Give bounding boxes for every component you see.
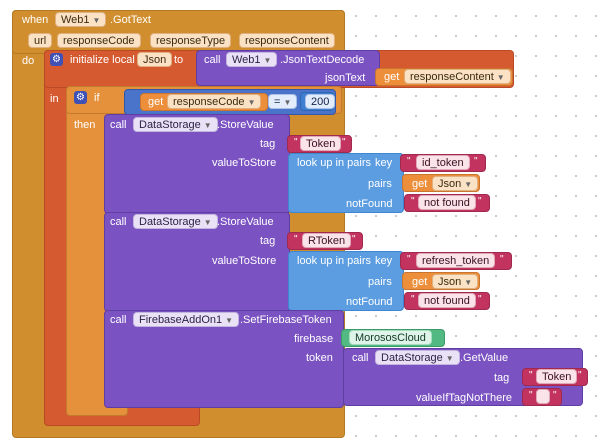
- to-label: to: [174, 54, 184, 66]
- chevron-down-icon: ▼: [92, 16, 101, 25]
- call-label: call: [110, 216, 127, 228]
- get-label: get: [412, 276, 428, 288]
- number-value[interactable]: 200: [305, 94, 336, 109]
- get-var-dropdown[interactable]: responseContent▼: [404, 69, 511, 84]
- token-label: token: [306, 352, 333, 364]
- lookup-pairs-block[interactable]: [288, 153, 404, 213]
- tag-label: tag: [494, 372, 510, 384]
- store1-component-dropdown[interactable]: DataStorage▼: [133, 117, 218, 132]
- key-value-refresh-token[interactable]: refresh_token: [416, 253, 496, 268]
- chevron-down-icon: ▼: [263, 56, 272, 65]
- store2-method: .StoreValue: [217, 216, 274, 228]
- firebase-method: .SetFirebaseToken: [240, 314, 332, 326]
- pairs-label: pairs: [368, 178, 392, 190]
- getvalue-component-dropdown[interactable]: DataStorage▼: [375, 350, 460, 365]
- init-local-label: initialize local: [70, 54, 135, 66]
- responsecode-dropdown[interactable]: responseCode▼: [167, 94, 262, 109]
- notfound-value[interactable]: not found: [418, 195, 476, 210]
- gear-icon[interactable]: ⚙: [50, 53, 63, 66]
- chevron-down-icon: ▼: [247, 98, 256, 107]
- chevron-down-icon: ▼: [225, 316, 234, 325]
- call-label: call: [110, 314, 127, 326]
- firebase-component-dropdown[interactable]: FirebaseAddOn1▼: [133, 312, 240, 327]
- when-label: when: [22, 14, 49, 26]
- lookup-label: look up in pairs: [297, 157, 371, 169]
- get-label: get: [148, 96, 164, 108]
- event-component-dropdown[interactable]: Web1▼: [55, 12, 107, 27]
- param-responseType[interactable]: responseType: [150, 33, 232, 48]
- call-label: call: [204, 54, 221, 66]
- notfound-value[interactable]: not found: [418, 293, 476, 308]
- firebase-label: firebase: [294, 333, 334, 345]
- chevron-down-icon: ▼: [496, 73, 505, 82]
- param-responseCode[interactable]: responseCode: [57, 33, 141, 48]
- lookup-label: look up in pairs: [297, 255, 371, 267]
- chevron-down-icon: ▼: [203, 121, 212, 130]
- getvalue-tag-token[interactable]: Token: [536, 369, 578, 384]
- gear-icon[interactable]: ⚙: [74, 91, 87, 104]
- store2-component-dropdown[interactable]: DataStorage▼: [133, 214, 218, 229]
- tag-value-token[interactable]: Token: [300, 136, 342, 151]
- key-label: key: [375, 157, 393, 169]
- key-label: key: [375, 255, 393, 267]
- tag-label: tag: [260, 138, 276, 150]
- firebase-value[interactable]: MorososCloud: [349, 330, 432, 345]
- getvalue-method: .GetValue: [460, 352, 509, 364]
- json-dropdown[interactable]: Json▼: [432, 176, 479, 191]
- valuetostore-label: valueToStore: [212, 255, 277, 267]
- param-url[interactable]: url: [28, 33, 53, 48]
- if-label: if: [94, 92, 100, 104]
- valueiftagnotthere-label: valueIfTagNotThere: [416, 392, 512, 404]
- lookup-pairs-block[interactable]: [288, 251, 404, 311]
- jsontext-label: jsonText: [325, 72, 366, 84]
- local-var-name[interactable]: Json: [137, 52, 173, 67]
- get-label: get: [412, 178, 428, 190]
- valuetostore-label: valueToStore: [212, 157, 277, 169]
- chevron-down-icon: ▼: [445, 354, 454, 363]
- tag-value-rtoken[interactable]: RToken: [302, 233, 352, 248]
- chevron-down-icon: ▼: [464, 180, 473, 189]
- pairs-label: pairs: [368, 276, 392, 288]
- param-responseContent[interactable]: responseContent: [239, 33, 335, 48]
- notfound-label: notFound: [346, 296, 393, 308]
- chevron-down-icon: ▼: [283, 98, 292, 107]
- then-label: then: [74, 119, 96, 131]
- empty-text-value[interactable]: [536, 389, 550, 404]
- in-label: in: [50, 93, 59, 105]
- tag-label: tag: [260, 235, 276, 247]
- notfound-label: notFound: [346, 198, 393, 210]
- do-label: do: [22, 55, 35, 67]
- operator-dropdown[interactable]: =▼: [268, 94, 298, 109]
- event-name: .GotText: [110, 14, 151, 26]
- get-label: get: [384, 71, 400, 83]
- json-method: .JsonTextDecode: [280, 54, 365, 66]
- key-value-id-token[interactable]: id_token: [416, 155, 470, 170]
- json-dropdown[interactable]: Json▼: [432, 274, 479, 289]
- chevron-down-icon: ▼: [203, 218, 212, 227]
- store1-method: .StoreValue: [217, 119, 274, 131]
- call-label: call: [352, 352, 369, 364]
- call-label: call: [110, 119, 127, 131]
- json-component-dropdown[interactable]: Web1▼: [226, 52, 278, 67]
- chevron-down-icon: ▼: [464, 278, 473, 287]
